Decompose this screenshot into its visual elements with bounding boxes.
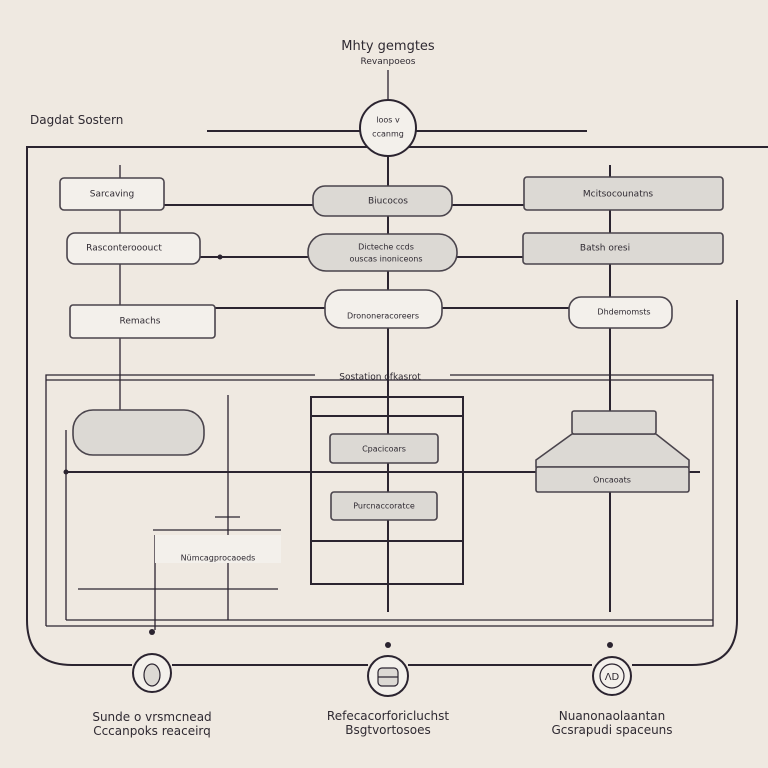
output-database	[367, 642, 409, 697]
output-label: Bsgtvortosoes	[345, 723, 430, 737]
node-label: Dicteche ccds	[358, 243, 414, 252]
node-left-2: Rasconterooouct	[66, 232, 201, 265]
node-label: Mcitsocounatns	[583, 190, 654, 200]
node-label: Purcnaccoratce	[353, 502, 415, 511]
node-right-3: Dhdemomsts	[568, 296, 673, 329]
diagram-subtitle: Revanpoeos	[361, 57, 416, 67]
output-label: Cccanpoks reaceirq	[93, 724, 211, 738]
node-label: Drononeracoreers	[347, 312, 419, 321]
node-label: Oncaoats	[593, 476, 631, 485]
egg-icon	[143, 663, 161, 687]
inner-box-left: Nümcagprocaoeds	[155, 535, 281, 563]
node-right-2: Batsh oresi	[522, 232, 724, 265]
output-label: Gcsrapudi spaceuns	[551, 723, 672, 737]
output-label: Refecacorforicluchst	[327, 709, 449, 723]
output-ad-badge: ΛD	[592, 642, 632, 696]
node-label: Sarcaving	[90, 190, 134, 200]
node-left-3: Remachs	[69, 304, 216, 339]
node-label: Cpacicoars	[362, 445, 406, 454]
svg-text:ΛD: ΛD	[605, 672, 620, 683]
output-bus	[26, 619, 738, 666]
node-label: Rasconterooouct	[86, 244, 162, 254]
node-label: Biucocos	[368, 197, 408, 207]
node-label: Dhdemomsts	[597, 308, 650, 317]
node-label: Nümcagprocaoeds	[181, 554, 256, 563]
node-center-3: Drononeracoreers	[324, 289, 443, 329]
output-label: Sunde o vrsmcnead	[92, 710, 211, 724]
node-center-1: Biucocos	[312, 185, 453, 217]
node-right-1: Mcitsocounatns	[523, 176, 724, 211]
inner-box-center-1: Cpacicoars	[329, 433, 439, 464]
output-label: Nuanonaolaantan	[559, 709, 666, 723]
node-label: ouscas inoniceons	[349, 255, 422, 264]
system-label: Dagdat Sostern	[30, 113, 123, 127]
inner-box-right: Oncaoats	[535, 410, 690, 493]
hub-line1: loos v	[376, 116, 400, 125]
section-title: Sostation ofkasrot	[339, 373, 421, 383]
hub-node: loos v ccanmg	[359, 99, 417, 157]
outer-frame	[26, 146, 768, 620]
node-label: Remachs	[119, 317, 160, 327]
node-left-1: Sarcaving	[59, 177, 165, 211]
output-egg	[132, 629, 172, 693]
diagram-title: Mhty gemgtes	[341, 39, 435, 54]
node-center-2: Dicteche ccds ouscas inoniceons	[307, 233, 458, 272]
junction-dot	[217, 254, 223, 260]
hub-line2: ccanmg	[372, 130, 404, 139]
inner-box-center-2: Purcnaccoratce	[330, 491, 438, 521]
database-icon	[377, 667, 399, 687]
ad-badge-icon	[599, 663, 625, 689]
node-label: Batsh oresi	[580, 244, 630, 254]
